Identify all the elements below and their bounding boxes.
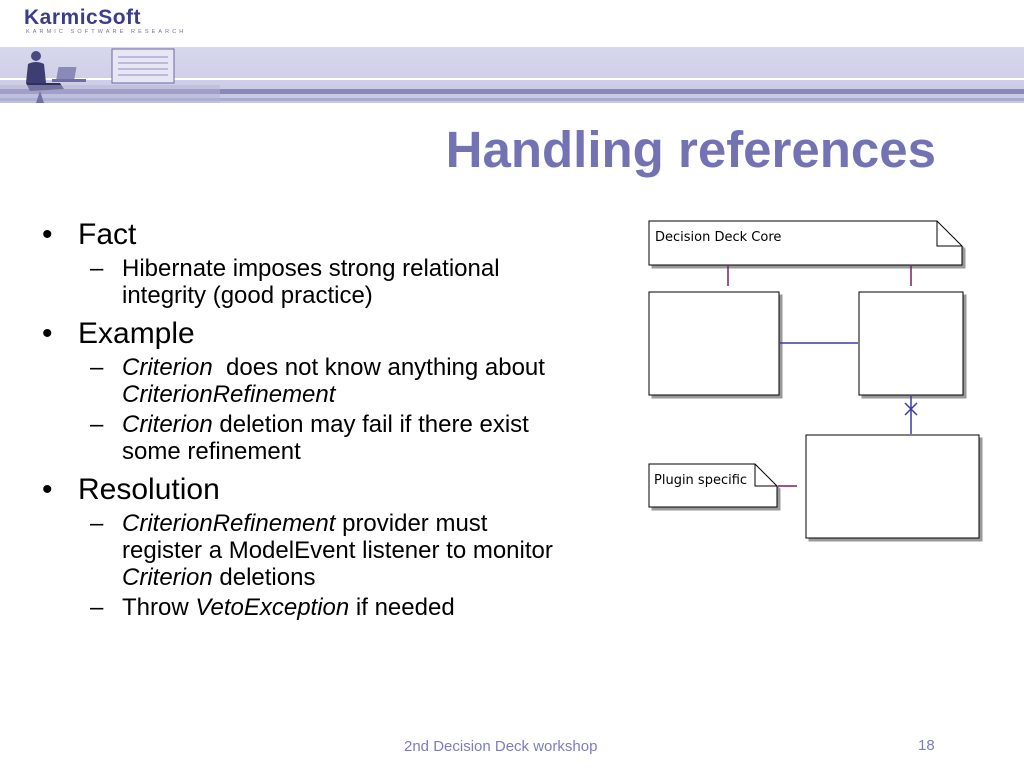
italic-term: Criterion: [122, 564, 213, 591]
class-box-core-right: [858, 291, 964, 396]
text-run: does not know anything about: [212, 354, 552, 381]
text-run: Hibernate imposes strong relational inte…: [122, 255, 507, 309]
sub-bullet-item: –Criterion deletion may fail if there ex…: [90, 411, 602, 465]
banner-stripe: [0, 78, 1024, 80]
text-run: deletion may fail if there exist some re…: [122, 411, 536, 465]
sub-bullet-marker: –: [90, 255, 104, 282]
banner-illustration: [0, 48, 220, 103]
italic-term: VetoException: [195, 594, 350, 621]
bullet-marker: •: [42, 218, 53, 251]
sub-bullet-marker: –: [90, 354, 104, 381]
sub-bullet-text: Hibernate imposes strong relational inte…: [122, 255, 562, 309]
italic-term: CriterionRefinement: [122, 510, 336, 537]
sub-bullet-item: –Hibernate imposes strong relational int…: [90, 255, 602, 309]
note-decision-deck-core: [648, 220, 963, 266]
note-plugin-specific: [648, 463, 778, 508]
bullet-list: •Fact–Hibernate imposes strong relationa…: [42, 214, 602, 621]
page-number: 18: [918, 737, 935, 754]
bullet-marker: •: [42, 317, 53, 350]
text-run: Throw: [122, 594, 196, 621]
italic-term: CriterionRefinement: [122, 381, 336, 408]
italic-term: Criterion: [122, 411, 213, 438]
banner-stripe: [0, 98, 1024, 101]
logo-text: KarmicSoft: [24, 6, 142, 29]
navigability-x-marker: [904, 402, 918, 416]
sub-bullet-item: –Throw VetoException if needed: [90, 594, 602, 621]
italic-term: Criterion: [122, 354, 213, 381]
company-logo: KarmicSoft KARMIC SOFTWARE RESEARCH: [24, 6, 186, 35]
sub-bullet-marker: –: [90, 411, 104, 438]
text-run: if needed: [349, 594, 455, 621]
bullet-text: Fact: [78, 218, 137, 251]
bullet-marker: •: [42, 473, 53, 506]
banner-stripe: [0, 89, 1024, 94]
bullet-text: Example: [78, 317, 195, 350]
sub-bullet-item: –CriterionRefinement provider must regis…: [90, 510, 602, 591]
sub-bullet-item: –Criterion does not know anything about …: [90, 354, 602, 408]
bullet-item: • Fact: [42, 218, 602, 252]
class-box-criterion: [648, 291, 780, 396]
note-core-label: Decision Deck Core: [655, 230, 781, 245]
class-box-plugin: [805, 434, 980, 539]
slide-title: Handling references: [445, 121, 936, 178]
bullet-item: • Example: [42, 317, 602, 351]
sub-bullet-text: Criterion does not know anything about C…: [122, 354, 562, 408]
sub-bullet-text: Criterion deletion may fail if there exi…: [122, 411, 562, 465]
logo-subtitle: KARMIC SOFTWARE RESEARCH: [26, 29, 187, 35]
note-plugin-label: Plugin specific: [654, 473, 747, 488]
bullet-item: • Resolution: [42, 473, 602, 507]
bullet-text: Resolution: [78, 473, 220, 506]
footer-text: 2nd Decision Deck workshop: [404, 738, 598, 755]
sub-bullet-text: Throw VetoException if needed: [122, 594, 562, 621]
sub-bullet-text: CriterionRefinement provider must regist…: [122, 510, 562, 591]
text-run: provider must register a ModelEvent list…: [122, 510, 560, 564]
sub-bullet-marker: –: [90, 510, 104, 537]
sub-bullet-marker: –: [90, 594, 104, 621]
text-run: deletions: [212, 564, 316, 591]
